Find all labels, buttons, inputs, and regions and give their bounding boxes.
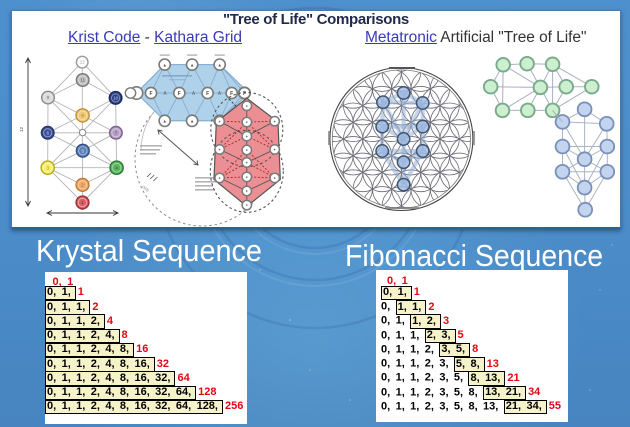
svg-text:F: F bbox=[243, 91, 246, 97]
svg-text:F: F bbox=[206, 91, 209, 97]
svg-text:✦: ✦ bbox=[218, 176, 222, 181]
svg-text:12: 12 bbox=[19, 126, 24, 132]
svg-text:2: 2 bbox=[81, 183, 84, 188]
svg-text:12: 12 bbox=[80, 60, 86, 65]
svg-text:F: F bbox=[149, 91, 152, 97]
svg-text:✦: ✦ bbox=[218, 147, 222, 152]
svg-text:1: 1 bbox=[81, 200, 84, 205]
svg-text:A: A bbox=[163, 91, 167, 97]
svg-text:A: A bbox=[218, 91, 222, 97]
svg-text:11: 11 bbox=[80, 78, 85, 83]
svg-text:4: 4 bbox=[115, 165, 118, 170]
svg-text:▲: ▲ bbox=[217, 62, 221, 67]
svg-text:9: 9 bbox=[47, 95, 50, 100]
svg-text:10: 10 bbox=[113, 96, 119, 101]
svg-text:A: A bbox=[192, 91, 196, 97]
svg-text:✦: ✦ bbox=[245, 175, 249, 180]
svg-text:✦: ✦ bbox=[245, 103, 249, 108]
svg-text:✦: ✦ bbox=[245, 189, 249, 194]
svg-text:✦: ✦ bbox=[245, 134, 249, 139]
svg-text:F: F bbox=[178, 91, 181, 97]
svg-text:✦: ✦ bbox=[245, 148, 249, 153]
svg-text:(1/2): (1/2) bbox=[141, 185, 149, 193]
svg-text:✦: ✦ bbox=[245, 120, 249, 125]
svg-text:3: 3 bbox=[46, 165, 49, 170]
svg-text:5: 5 bbox=[82, 148, 85, 153]
svg-text:6: 6 bbox=[46, 130, 49, 135]
svg-text:F: F bbox=[230, 91, 233, 97]
svg-text:✦: ✦ bbox=[273, 147, 277, 152]
svg-text:▲: ▲ bbox=[190, 62, 194, 67]
svg-text:7: 7 bbox=[115, 130, 118, 135]
svg-text:✦: ✦ bbox=[218, 119, 222, 124]
svg-text:✦: ✦ bbox=[273, 119, 277, 124]
svg-text:▲: ▲ bbox=[162, 62, 166, 67]
svg-text:✦: ✦ bbox=[273, 176, 277, 181]
svg-text:✦: ✦ bbox=[245, 203, 249, 208]
svg-text:▲: ▲ bbox=[162, 119, 166, 124]
svg-text:✦: ✦ bbox=[245, 160, 249, 165]
svg-text:▲: ▲ bbox=[190, 119, 194, 124]
svg-text:8: 8 bbox=[81, 113, 84, 118]
